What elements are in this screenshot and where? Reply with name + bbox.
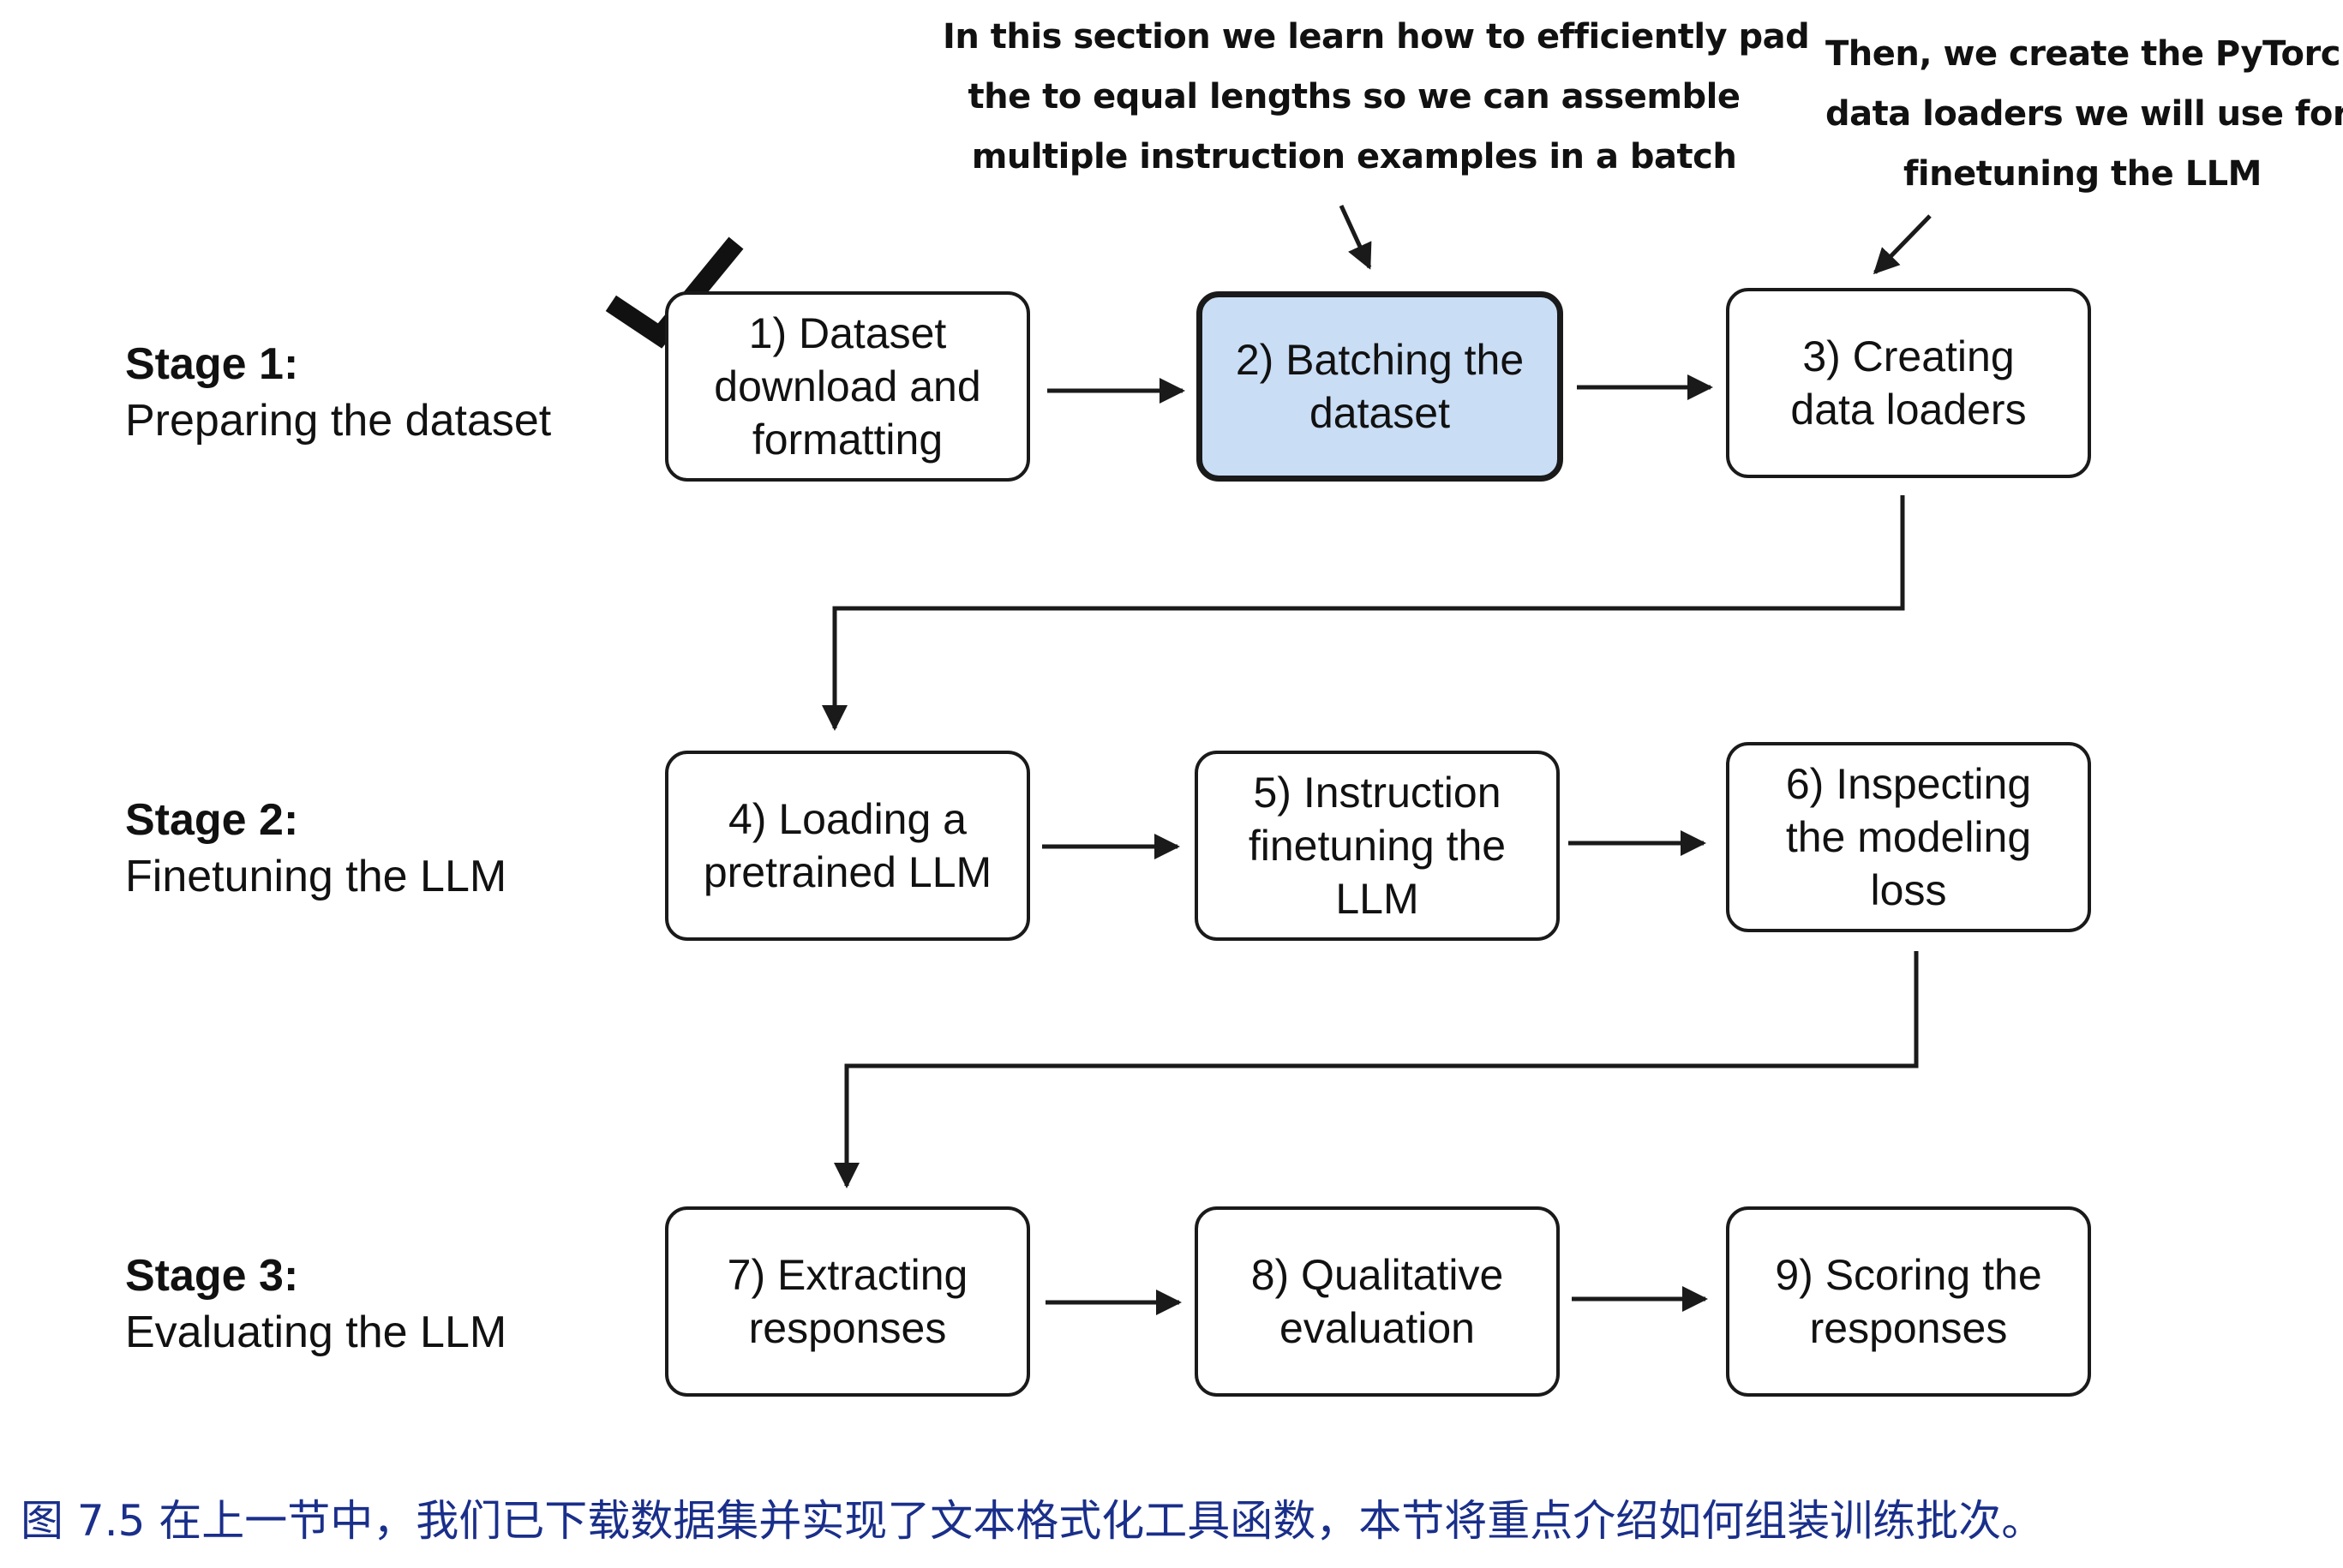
connector-step6-step7 [834,951,1919,1188]
step-label-line: 9) Scoring the [1775,1251,2042,1299]
step-label-line: responses [748,1304,947,1352]
step-label-line: finetuning the [1248,822,1507,870]
annotation-pointer-loaders [1873,214,1932,275]
annotation-data-loaders: Then, we create the PyTorch data loaders… [1825,24,2343,204]
step-label-line: the modeling [1785,813,2032,861]
step-3-creating-data-loaders: 3) Creating data loaders [1726,288,2091,478]
stage-2-label: Stage 2: Finetuning the LLM [125,792,506,905]
step-6-inspecting-loss: 6) Inspecting the modeling loss [1726,742,2091,932]
step-4-loading-pretrained-llm: 4) Loading a pretrained LLM [665,751,1030,941]
step-label-line: 2) Batching the [1235,336,1525,384]
stage-name: Stage 1: [125,339,299,389]
annotation-pointer-batching [1339,204,1372,270]
annotation-batching-line: multiple instruction examples in a batch [971,137,1737,177]
step-label-line: pretrained LLM [703,848,992,896]
step-label-line: formatting [752,416,944,464]
step-8-qualitative-evaluation: 8) Qualitative evaluation [1195,1206,1560,1397]
checkmark-icon [605,236,744,349]
step-9-scoring-responses: 9) Scoring the responses [1726,1206,2091,1397]
step-label-line: 1) Dataset [748,309,947,357]
step-label-line: 5) Instruction [1253,769,1501,817]
step-label-line: responses [1809,1304,2008,1352]
step-2-batching-dataset: 2) Batching the dataset [1196,291,1563,482]
stage-description: Preparing the dataset [125,396,552,446]
step-label-line: 6) Inspecting [1785,760,2032,808]
connector-step3-step4 [822,495,1905,731]
annotation-loaders-line: data loaders we will use for [1825,94,2343,134]
stage-description: Evaluating the LLM [125,1308,507,1357]
step-label-line: data loaders [1790,386,2027,434]
annotation-batching-line: In this section we learn how to efficien… [943,17,1810,57]
stage-1-label: Stage 1: Preparing the dataset [125,336,551,449]
step-label-line: loss [1870,866,1947,914]
stage-description: Finetuning the LLM [125,852,507,901]
figure-caption: 图 7.5 在上一节中，我们已下载数据集并实现了文本格式化工具函数，本节将重点介… [21,1496,2045,1546]
step-label-line: 7) Extracting [727,1251,968,1299]
step-label-line: evaluation [1279,1304,1475,1352]
annotation-loaders-line: Then, we create the PyTorch [1825,34,2343,74]
step-label-line: 4) Loading a [728,795,967,843]
step-label-line: download and [714,362,981,410]
step-label-line: LLM [1335,875,1419,923]
stage-3-label: Stage 3: Evaluating the LLM [125,1248,506,1361]
stage-name: Stage 2: [125,795,299,845]
annotation-batching: In this section we learn how to efficien… [943,7,1810,187]
step-7-extracting-responses: 7) Extracting responses [665,1206,1030,1397]
step-1-dataset-download: 1) Dataset download and formatting [665,291,1030,482]
stage-name: Stage 3: [125,1251,299,1301]
step-label-line: 3) Creating [1802,332,2015,380]
annotation-loaders-line: finetuning the LLM [1903,154,2262,194]
annotation-batching-line: the to equal lengths so we can assemble [968,77,1741,117]
step-label-line: dataset [1309,389,1450,437]
step-label-line: 8) Qualitative [1250,1251,1504,1299]
step-5-instruction-finetuning: 5) Instruction finetuning the LLM [1195,751,1560,941]
